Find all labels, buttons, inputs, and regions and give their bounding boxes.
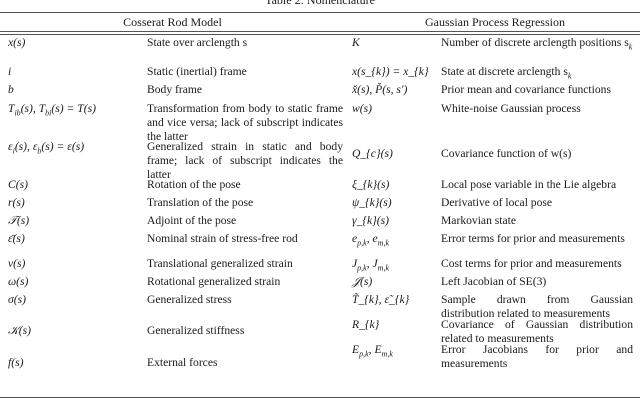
cosserat-symbol: C(s) [8, 178, 28, 191]
gpr-symbol: T̃_{k}, ε̃_{k} [352, 293, 410, 306]
gpr-symbol: ξ_{k}(s) [352, 178, 390, 191]
gpr-symbol: x(s_{k}) = x_{k} [352, 65, 429, 78]
cosserat-description: Rotation of the pose [147, 178, 241, 191]
table-caption: Table 2: Nomenclature [265, 0, 375, 7]
gpr-description: Error Jacobians for prior and measuremen… [441, 343, 633, 370]
cosserat-symbol: f(s) [8, 356, 24, 369]
gpr-symbol: R_{k} [352, 318, 380, 331]
gpr-description: Covariance of Gaussian distribution rela… [441, 318, 633, 345]
gpr-description: Number of discrete arclength positions s… [441, 36, 633, 52]
gpr-symbol: K [352, 36, 360, 49]
cosserat-description: Translation of the pose [147, 196, 254, 209]
gpr-description: Cost terms for prior and measurements [441, 257, 622, 270]
cosserat-symbol: ε̄(s) [8, 232, 25, 245]
gpr-symbol: 𝒥(s) [352, 275, 373, 288]
gpr-description: Markovian state [441, 214, 517, 227]
gpr-description: State at discrete arclength sk [441, 65, 572, 81]
header-gaussian-process-regression: Gaussian Process Regression [425, 15, 565, 29]
gpr-description: Covariance function of w(s) [441, 147, 572, 160]
cosserat-description: Adjoint of the pose [147, 214, 237, 227]
cosserat-description: Generalized stiffness [147, 324, 245, 337]
cosserat-description: Static (inertial) frame [147, 65, 247, 78]
gpr-symbol: w(s) [352, 102, 372, 115]
gpr-description: Sample drawn from Gaussian distribution … [441, 293, 633, 320]
cosserat-description: State over arclength s [147, 36, 248, 49]
gpr-description: Left Jacobian of SE(3) [441, 275, 547, 288]
gpr-description: Derivative of local pose [441, 196, 553, 209]
cosserat-description: Generalized strain in static and body fr… [147, 140, 343, 181]
cosserat-symbol: 𝒦(s) [8, 324, 32, 337]
cosserat-symbol: r(s) [8, 196, 25, 209]
header-cosserat-rod-model: Cosserat Rod Model [123, 15, 222, 29]
gpr-description: Prior mean and covariance functions [441, 83, 611, 96]
cosserat-symbol: Tib(s), Tbi(s) = T(s) [8, 102, 96, 118]
cosserat-symbol: 𝒯(s) [8, 214, 30, 227]
cosserat-symbol: εi(s), εb(s) = ε(s) [8, 140, 85, 156]
cosserat-description: Nominal strain of stress-free rod [147, 232, 298, 245]
gpr-description: White-noise Gaussian process [441, 102, 581, 115]
gpr-description: Error terms for prior and measurements [441, 232, 625, 245]
cosserat-description: Translational generalized strain [147, 257, 293, 270]
gpr-symbol: Q_{c}(s) [352, 147, 393, 160]
gpr-symbol: γ_{k}(s) [352, 214, 390, 227]
cosserat-symbol: σ(s) [8, 293, 26, 306]
cosserat-description: Generalized stress [147, 293, 232, 306]
cosserat-description: Transformation from body to static frame… [147, 102, 343, 143]
gpr-description: Local pose variable in the Lie algebra [441, 178, 617, 191]
gpr-symbol: ep,k, em,k [352, 232, 389, 248]
gpr-symbol: x̌(s), P̌(s, s′) [352, 83, 408, 96]
cosserat-symbol: ω(s) [8, 275, 29, 288]
gpr-symbol: ψ_{k}(s) [352, 196, 392, 209]
header-double-rule-1 [0, 31, 640, 32]
header-double-rule-2 [0, 33, 640, 35]
cosserat-symbol: x(s) [8, 36, 26, 49]
top-rule [0, 12, 640, 14]
cosserat-description: Body frame [147, 83, 203, 96]
cosserat-symbol: i [8, 65, 12, 78]
gpr-symbol: Ep,k, Em,k [352, 343, 393, 359]
gpr-symbol: Jp,k, Jm,k [352, 257, 389, 273]
cosserat-description: External forces [147, 356, 218, 369]
bottom-rule [0, 397, 640, 399]
cosserat-symbol: ν(s) [8, 257, 26, 270]
cosserat-description: Rotational generalized strain [147, 275, 281, 288]
cosserat-symbol: b [8, 83, 14, 96]
